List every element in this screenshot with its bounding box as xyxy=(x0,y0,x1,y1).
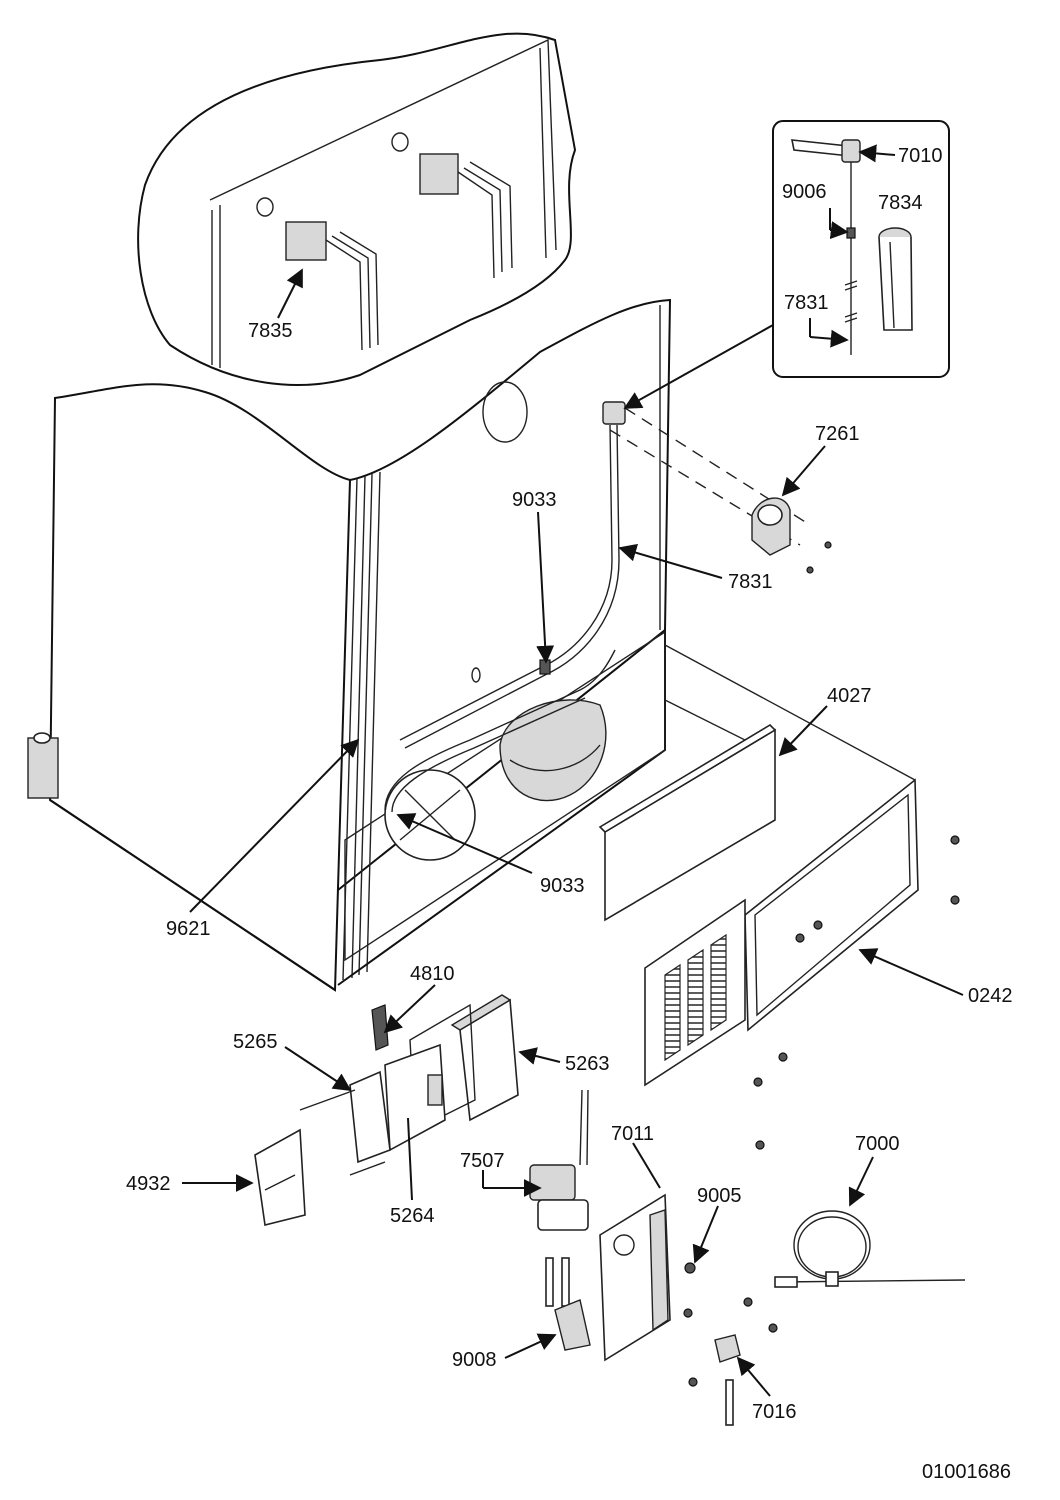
control-box-assembly xyxy=(299,994,519,1176)
water-valve xyxy=(529,1089,589,1307)
ice-maker-harness-left xyxy=(285,221,379,351)
relay-cover xyxy=(254,1128,306,1226)
fill-tube-heater-cover xyxy=(751,497,832,574)
insulation-block xyxy=(598,723,777,922)
compressor xyxy=(499,699,607,802)
access-cover-panel xyxy=(744,778,960,1032)
label-9006: 9006 xyxy=(782,181,827,203)
label-4932: 4932 xyxy=(126,1173,171,1195)
label-7831-inset: 7831 xyxy=(784,292,829,314)
grille-panel xyxy=(644,898,788,1150)
label-9621: 9621 xyxy=(166,918,211,940)
ice-maker-harness-right xyxy=(419,153,513,279)
label-9033-top: 9033 xyxy=(512,489,557,511)
overload-protector xyxy=(371,1004,389,1051)
label-7011: 7011 xyxy=(611,1123,654,1145)
drawing-number: 01001686 xyxy=(922,1461,1011,1483)
leader-lines xyxy=(182,144,964,1397)
tubing-inset-box xyxy=(772,120,950,378)
part-labels: 7835 7010 9006 7834 7831 7261 9033 7831 … xyxy=(126,145,1013,1483)
label-7261: 7261 xyxy=(815,423,860,445)
label-5264: 5264 xyxy=(390,1205,435,1227)
label-7507: 7507 xyxy=(460,1150,505,1172)
label-7016: 7016 xyxy=(752,1401,797,1423)
label-7000: 7000 xyxy=(855,1133,900,1155)
label-4027: 4027 xyxy=(827,685,872,707)
label-5263: 5263 xyxy=(565,1053,610,1075)
label-7834: 7834 xyxy=(878,192,923,214)
label-9005: 9005 xyxy=(697,1185,742,1207)
valve-support-bracket xyxy=(554,1299,591,1351)
label-7835: 7835 xyxy=(248,320,293,342)
label-7831: 7831 xyxy=(728,571,773,593)
label-9008: 9008 xyxy=(452,1349,497,1371)
label-5265: 5265 xyxy=(233,1031,278,1053)
top-detail-bubble xyxy=(137,32,577,386)
label-7010: 7010 xyxy=(898,145,943,167)
valve-bracket xyxy=(599,1193,778,1387)
tube-fitting xyxy=(714,1334,741,1426)
label-4810: 4810 xyxy=(410,963,455,985)
water-line-coil xyxy=(774,1210,966,1288)
label-9033-bottom: 9033 xyxy=(540,875,585,897)
label-0242: 0242 xyxy=(968,985,1013,1007)
tube-sleeve xyxy=(878,227,913,331)
